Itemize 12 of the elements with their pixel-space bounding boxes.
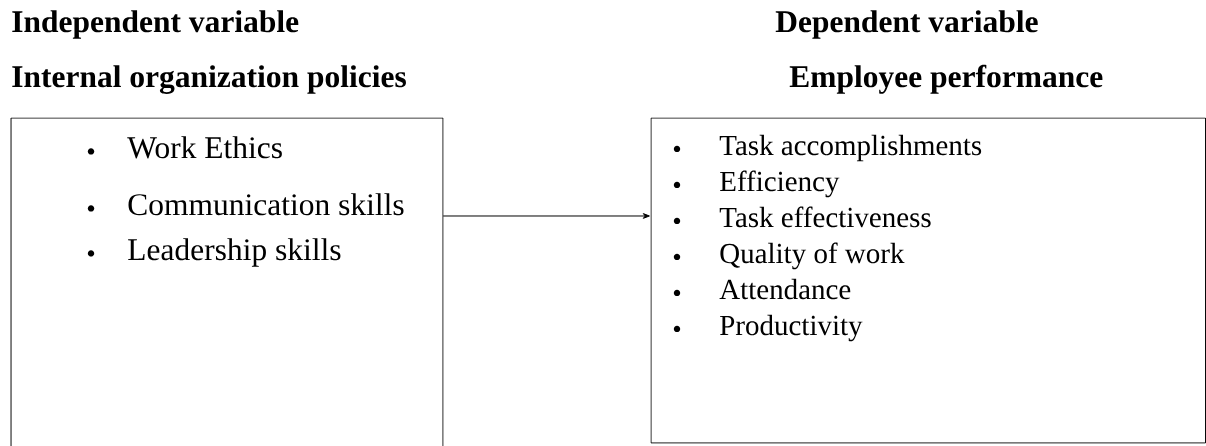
arrow (442, 213, 650, 219)
list-item: Quality of work (720, 242, 905, 270)
list-item: Attendance (719, 278, 851, 300)
list-item: Task effectiveness (719, 206, 931, 228)
list-item: Work Ethics (127, 136, 282, 159)
list-item: Leadership skills (128, 238, 341, 267)
list-item: Communication skills (128, 193, 404, 216)
list-item: Efficiency (720, 170, 840, 198)
list-item: Productivity (720, 314, 863, 342)
heading: Independent variable (12, 10, 299, 39)
list-item: Task accomplishments (719, 134, 982, 162)
heading: Dependent variable (775, 10, 1038, 39)
